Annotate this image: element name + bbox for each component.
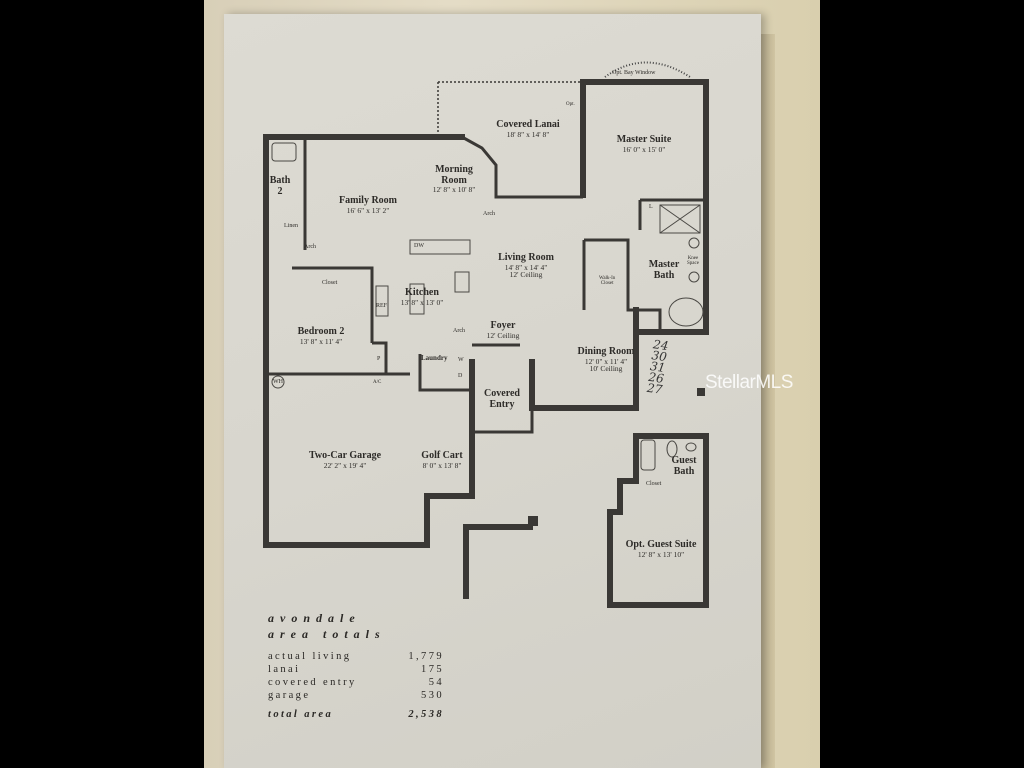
room-master-bath: Master Bath bbox=[644, 259, 684, 281]
room-dims: 18' 8" x 14' 8" bbox=[506, 129, 550, 139]
room-morning-room: Morning Room 12' 8" x 10' 8" bbox=[424, 164, 484, 194]
space-label: Space bbox=[687, 261, 699, 267]
room-name: Covered Lanai bbox=[496, 119, 560, 130]
row-value: 175 bbox=[421, 664, 444, 675]
closet-label: Closet bbox=[600, 281, 614, 287]
room-name: Bath 2 bbox=[269, 175, 291, 197]
room-laundry: Laundry bbox=[421, 354, 448, 362]
room-note: 12' Ceiling bbox=[509, 270, 543, 280]
total-label: total area bbox=[268, 709, 334, 720]
washer-label: W bbox=[458, 357, 464, 363]
room-two-car-garage: Two-Car Garage 22' 2" x 19' 4" bbox=[290, 450, 400, 470]
room-foyer: Foyer 12' Ceiling bbox=[480, 320, 526, 340]
room-dims: 12' 8" x 10' 8" bbox=[432, 185, 476, 194]
linen-l-label: L bbox=[649, 204, 653, 210]
room-name: Opt. Guest Suite bbox=[625, 539, 697, 550]
room-family-room: Family Room 16' 6" x 13' 2" bbox=[318, 195, 418, 215]
arch-label: Arch bbox=[453, 328, 465, 334]
row-label: covered entry bbox=[268, 677, 357, 688]
room-bath-2: Bath 2 bbox=[266, 175, 294, 197]
note: 27 bbox=[646, 380, 664, 397]
ac-label: A/C bbox=[373, 380, 382, 385]
room-name: Master Bath bbox=[648, 259, 680, 281]
totals-row: actual living 1,779 bbox=[268, 650, 444, 663]
totals-row: lanai 175 bbox=[268, 663, 444, 676]
room-name: Family Room bbox=[338, 195, 398, 206]
room-dims: 12' 0" x 11' 4" bbox=[584, 356, 628, 366]
row-value: 530 bbox=[421, 690, 444, 701]
area-totals-heading: area totals bbox=[268, 627, 386, 641]
room-dims: 16' 6" x 13' 2" bbox=[346, 205, 390, 215]
room-bedroom-2: Bedroom 2 13' 8" x 11' 4" bbox=[276, 326, 366, 346]
row-label: actual living bbox=[268, 651, 352, 662]
room-name: Dining Room bbox=[577, 346, 635, 357]
totals-row: garage 530 bbox=[268, 689, 444, 702]
room-guest-bath: Guest Bath bbox=[666, 455, 702, 477]
room-dims: 8' 0" x 13' 8" bbox=[422, 460, 462, 470]
dryer-label: D bbox=[458, 373, 463, 379]
room-name: Foyer bbox=[490, 320, 516, 331]
linen-label: Linen bbox=[284, 223, 298, 229]
room-name: Kitchen bbox=[405, 287, 439, 298]
row-label: lanai bbox=[268, 664, 301, 675]
room-note: 12' Ceiling bbox=[486, 330, 520, 340]
room-name: Two-Car Garage bbox=[308, 450, 382, 461]
closet-label: Closet bbox=[322, 280, 338, 286]
room-name: Master Suite bbox=[616, 134, 672, 145]
room-living-room: Living Room 14' 8" x 14' 4" 12' Ceiling bbox=[476, 252, 576, 280]
row-label: garage bbox=[268, 690, 311, 701]
row-value: 1,779 bbox=[408, 651, 444, 662]
area-totals: avondale area totals actual living 1,779… bbox=[268, 610, 444, 721]
opt-label: Opt. bbox=[566, 102, 575, 107]
refrigerator-label: REF bbox=[376, 303, 388, 309]
room-name: Guest Bath bbox=[671, 455, 697, 477]
water-heater-label: WH bbox=[273, 379, 283, 385]
room-dims: 13' 8" x 11' 4" bbox=[299, 336, 343, 346]
room-dims: 22' 2" x 19' 4" bbox=[323, 460, 367, 470]
arch-label: Arch bbox=[304, 244, 316, 250]
room-dims: 14' 8" x 14' 4" bbox=[504, 262, 548, 272]
room-dims: 16' 0" x 15' 0" bbox=[622, 144, 666, 154]
room-dims: 13' 8" x 13' 0" bbox=[400, 297, 444, 307]
row-value: 54 bbox=[428, 677, 444, 688]
bay-window-label: Opt. Bay Window bbox=[612, 70, 656, 76]
knee-space-label: Knee Space bbox=[687, 256, 699, 267]
room-dims: 12' 8" x 13' 10" bbox=[637, 549, 685, 559]
room-name: Morning Room bbox=[435, 164, 473, 186]
total-area-row: total area 2,538 bbox=[268, 708, 444, 721]
room-name: Golf Cart bbox=[421, 450, 463, 461]
walk-in-closet-label: Walk-In Closet bbox=[599, 276, 615, 287]
stellarmls-watermark: StellarMLS bbox=[705, 372, 793, 393]
room-note: 10' Ceiling bbox=[589, 364, 623, 374]
totals-row: covered entry 54 bbox=[268, 676, 444, 689]
dishwasher-label: DW bbox=[414, 243, 424, 249]
room-kitchen: Kitchen 13' 8" x 13' 0" bbox=[372, 287, 472, 307]
room-dining-room: Dining Room 12' 0" x 11' 4" 10' Ceiling bbox=[556, 346, 656, 374]
model-name: avondale bbox=[268, 611, 361, 625]
knee-label: Knee bbox=[687, 256, 699, 261]
room-golf-cart: Golf Cart 8' 0" x 13' 8" bbox=[412, 450, 472, 470]
room-covered-entry: Covered Entry bbox=[476, 388, 528, 410]
room-covered-lanai: Covered Lanai 18' 8" x 14' 8" bbox=[478, 119, 578, 139]
room-master-suite: Master Suite 16' 0" x 15' 0" bbox=[594, 134, 694, 154]
walk-in-label: Walk-In bbox=[599, 276, 616, 281]
room-name: Covered Entry bbox=[484, 388, 520, 410]
room-name: Living Room bbox=[498, 252, 554, 263]
room-opt-guest-suite: Opt. Guest Suite 12' 8" x 13' 10" bbox=[624, 539, 698, 559]
room-name: Bedroom 2 bbox=[297, 326, 345, 337]
closet-label: Closet bbox=[646, 481, 662, 487]
pantry-label: P bbox=[377, 356, 381, 362]
total-value: 2,538 bbox=[408, 709, 444, 720]
arch-label: Arch bbox=[483, 211, 495, 217]
